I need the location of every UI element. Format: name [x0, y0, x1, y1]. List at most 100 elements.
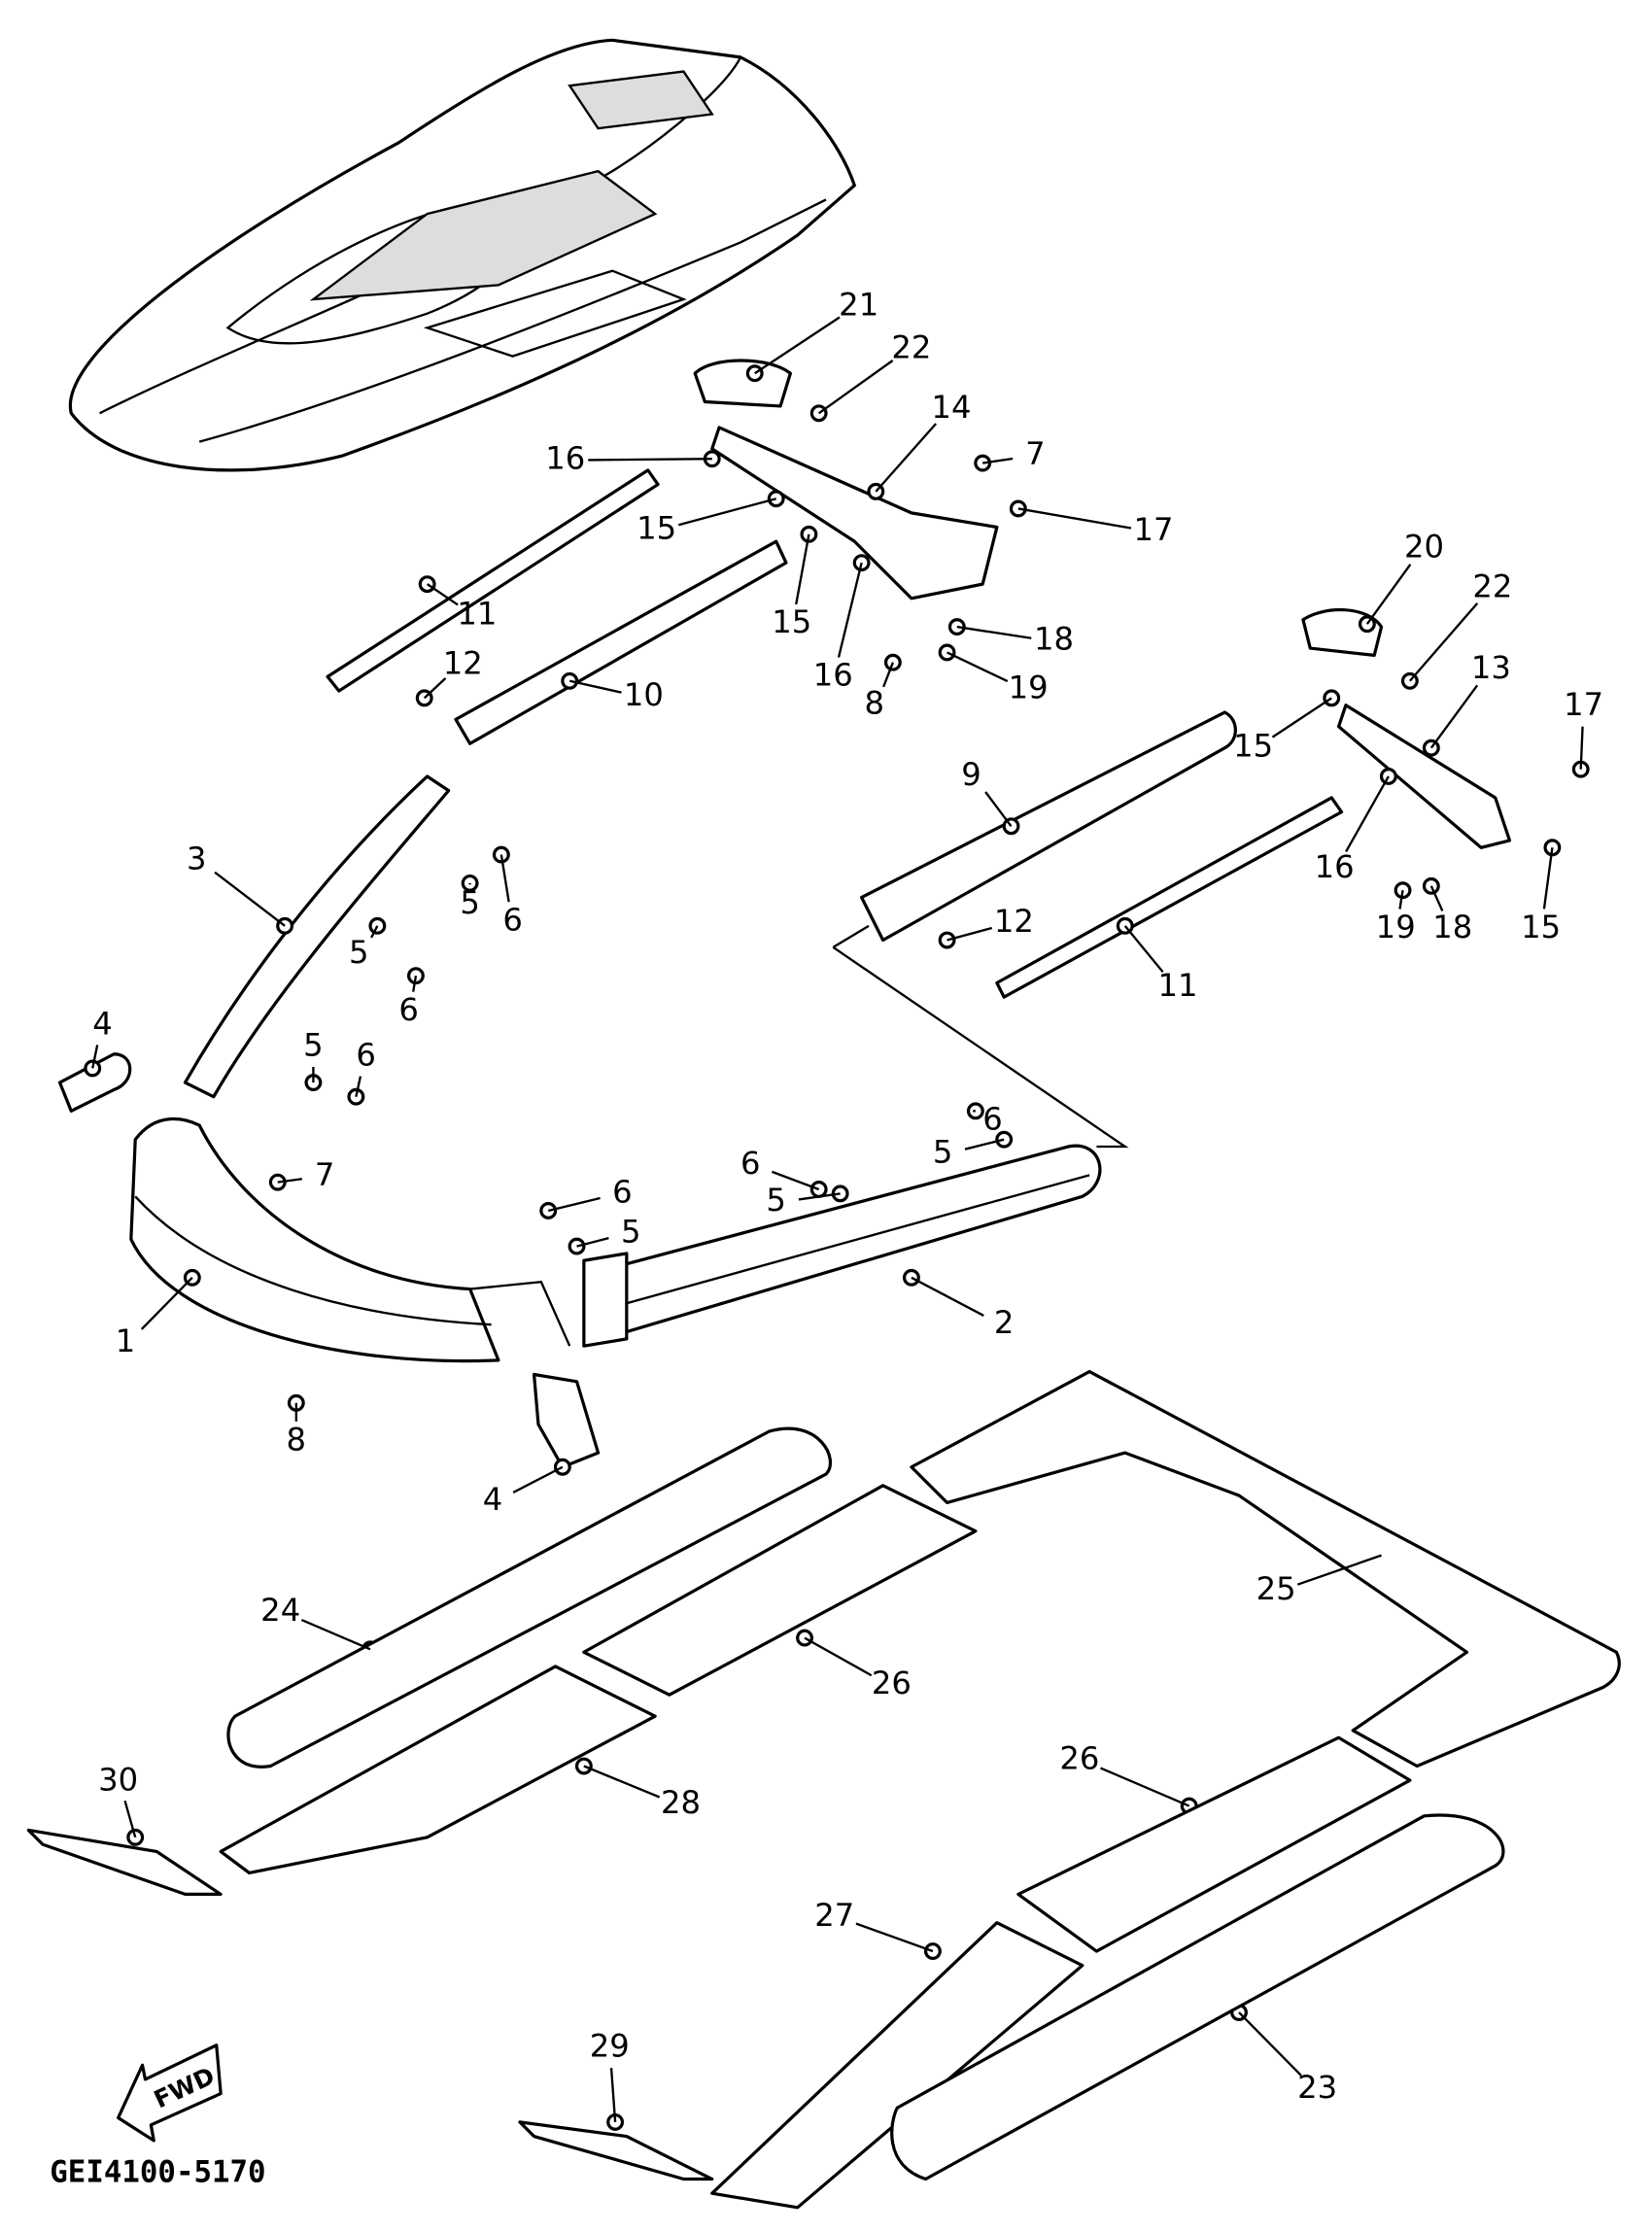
part-callout-15: 15	[637, 509, 676, 546]
part-callout-11: 11	[457, 595, 497, 632]
leader-line	[804, 1636, 873, 1677]
part-callout-5: 5	[460, 884, 480, 921]
part-callout-22: 22	[891, 328, 931, 365]
part-callout-12: 12	[443, 645, 483, 682]
leader-line	[1579, 726, 1584, 770]
leader-line	[882, 662, 894, 688]
part-callout-28: 28	[661, 1784, 701, 1821]
leader-line	[1017, 507, 1132, 530]
leader-line	[140, 1277, 193, 1330]
part-callout-15: 15	[772, 603, 811, 640]
fastener-mark	[1422, 876, 1440, 895]
leader-line	[1345, 775, 1390, 853]
part-callout-9: 9	[961, 756, 981, 793]
fastener-mark	[553, 1458, 571, 1476]
part-callout-13: 13	[1471, 649, 1511, 686]
part-callout-5: 5	[766, 1182, 786, 1219]
part-callout-25: 25	[1256, 1570, 1296, 1607]
leader-line	[426, 583, 459, 606]
leader-line	[412, 975, 418, 992]
part-callout-5: 5	[303, 1026, 324, 1063]
part-callout-6: 6	[982, 1101, 1003, 1138]
part-callout-26: 26	[1059, 1740, 1099, 1777]
leader-line	[609, 2068, 617, 2122]
leader-line	[568, 679, 622, 694]
leader-line	[946, 651, 1009, 683]
leader-line	[984, 791, 1013, 827]
part-callout-17: 17	[1134, 511, 1174, 548]
part-callout-7: 7	[1025, 435, 1046, 472]
part-callout-16: 16	[813, 656, 853, 693]
watercraft-hull	[68, 38, 856, 472]
leader-line	[370, 925, 379, 939]
leader-line	[798, 1192, 841, 1201]
part-callout-7: 7	[315, 1156, 335, 1193]
leader-line	[214, 871, 286, 927]
mat-parts	[26, 924, 1621, 2210]
part-callout-29: 29	[590, 2028, 630, 2065]
part-callout-16: 16	[545, 440, 585, 477]
part-callout-6: 6	[612, 1173, 633, 1210]
leader-line	[512, 1465, 564, 1494]
leader-line	[795, 533, 810, 605]
leader-line	[1238, 2011, 1302, 2077]
part-callout-1: 1	[116, 1322, 136, 1359]
leader-line	[547, 1196, 601, 1213]
leader-line	[1542, 847, 1554, 910]
leader-line	[837, 562, 863, 658]
rail-parts	[57, 359, 1512, 1469]
leader-line	[1408, 602, 1479, 682]
part-callout-20: 20	[1404, 528, 1444, 565]
part-callout-6: 6	[740, 1145, 761, 1182]
fastener-mark	[1379, 768, 1397, 785]
part-callout-18: 18	[1034, 621, 1074, 658]
leader-line	[677, 498, 777, 527]
leader-line	[875, 423, 938, 493]
part-callout-15: 15	[1233, 728, 1273, 765]
part-callout-8: 8	[287, 1421, 307, 1458]
fastener-mark	[347, 1087, 365, 1106]
part-callout-23: 23	[1297, 2069, 1337, 2106]
part-callout-6: 6	[356, 1037, 376, 1074]
leader-line	[855, 1922, 934, 1953]
leader-line	[956, 625, 1032, 639]
leader-line	[1365, 564, 1412, 625]
part-callout-15: 15	[1521, 909, 1561, 945]
part-callout-18: 18	[1432, 909, 1472, 945]
leader-line	[300, 1618, 371, 1651]
part-callout-17: 17	[1564, 686, 1603, 723]
part-callout-6: 6	[502, 901, 523, 938]
leader-line	[499, 854, 510, 903]
leader-line	[946, 926, 993, 942]
part-callout-27: 27	[814, 1897, 854, 1934]
part-callout-26: 26	[872, 1665, 912, 1701]
leader-line	[355, 1076, 362, 1097]
leader-line	[1296, 1554, 1382, 1586]
part-callout-11: 11	[1157, 967, 1197, 1004]
leader-line	[1429, 885, 1444, 911]
part-callout-16: 16	[1315, 848, 1355, 885]
part-callout-19: 19	[1009, 670, 1049, 706]
part-callout-10: 10	[624, 676, 664, 713]
part-callout-14: 14	[931, 389, 971, 426]
part-callout-8: 8	[865, 685, 885, 722]
fastener-mark	[800, 525, 818, 543]
leader-line	[1429, 684, 1479, 749]
part-callout-4: 4	[483, 1481, 503, 1518]
leader-line	[817, 360, 894, 415]
part-callout-21: 21	[839, 286, 878, 323]
leader-line	[1398, 890, 1404, 910]
leader-line	[277, 1178, 303, 1184]
part-callout-2: 2	[994, 1304, 1015, 1341]
leader-line	[1123, 925, 1164, 974]
part-callout-24: 24	[260, 1592, 300, 1629]
leader-line	[588, 457, 712, 462]
part-callout-12: 12	[994, 903, 1034, 940]
part-callout-4: 4	[92, 1005, 113, 1042]
forward-direction-arrow: FWD	[117, 2043, 223, 2143]
part-callout-5: 5	[349, 934, 369, 971]
leader-line	[123, 1800, 137, 1838]
